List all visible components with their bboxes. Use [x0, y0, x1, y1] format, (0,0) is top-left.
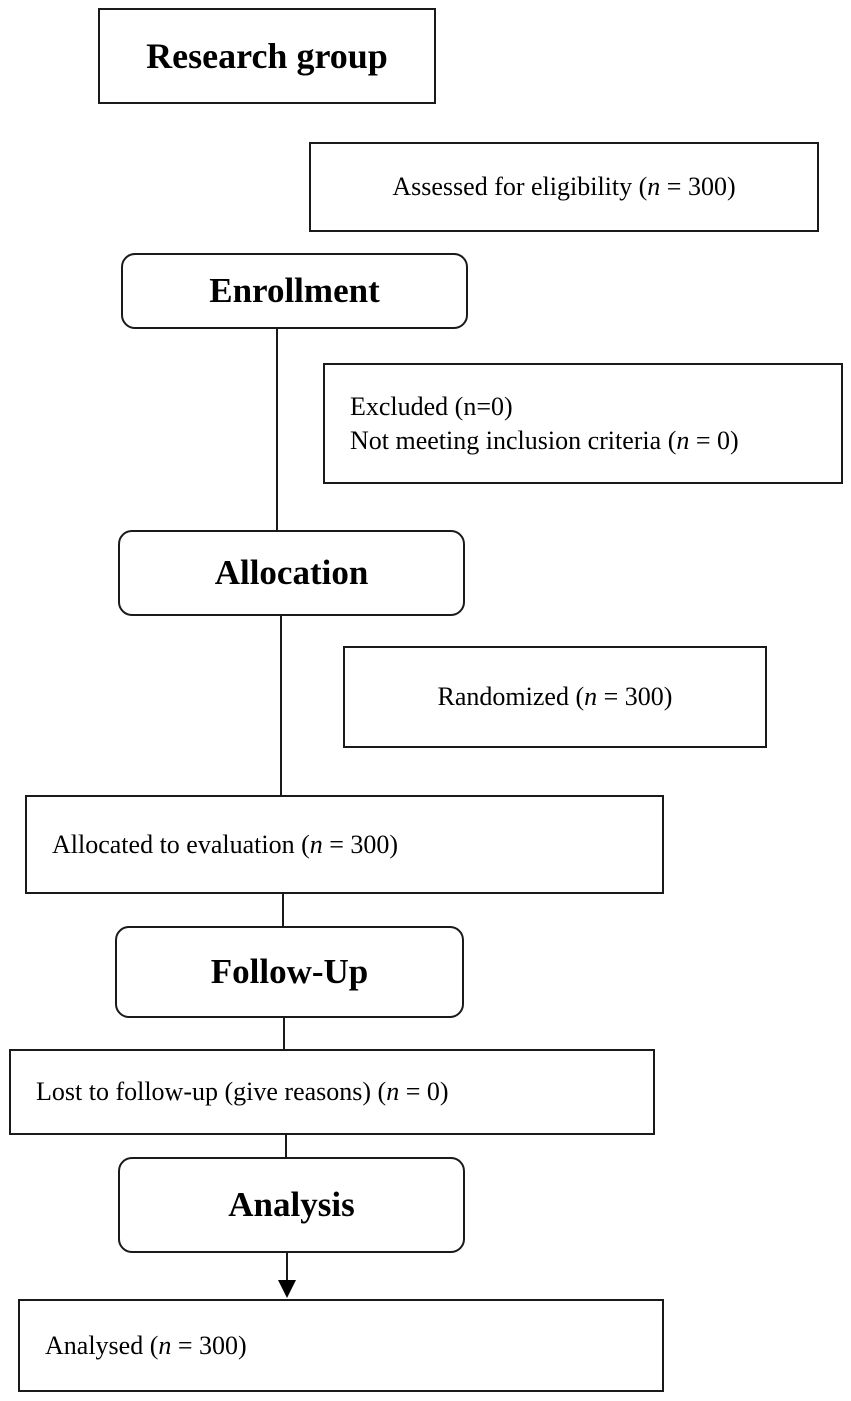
arrow-down-icon [278, 1280, 296, 1298]
lost-box: Lost to follow-up (give reasons) (n = 0) [9, 1049, 655, 1135]
connector-lost-analysis [285, 1134, 287, 1158]
assessed-box: Assessed for eligibility (n = 300) [309, 142, 819, 232]
analysed-label: Analysed ( [45, 1330, 159, 1360]
assessed-label: Assessed for eligibility ( [392, 172, 648, 201]
allocated-box: Allocated to evaluation (n = 300) [25, 795, 664, 894]
excluded-box: Excluded (n=0) Not meeting inclusion cri… [323, 363, 843, 484]
excluded-line2-value: = 0) [689, 425, 739, 455]
connector-followup-lost [283, 1017, 285, 1050]
randomized-label: Randomized ( [437, 682, 585, 711]
lost-label: Lost to follow-up (give reasons) ( [36, 1077, 387, 1106]
allocated-label: Allocated to evaluation ( [52, 829, 310, 859]
stage-allocation: Allocation [118, 530, 465, 616]
stage-analysis: Analysis [118, 1157, 465, 1253]
connector-allocated-followup [282, 893, 284, 928]
connector-analysis-analysed [286, 1252, 288, 1280]
randomized-box: Randomized (n = 300) [343, 646, 767, 748]
connector-enrollment-allocation [276, 328, 278, 530]
connector-allocation-allocated [280, 615, 282, 795]
randomized-n: n [584, 682, 598, 711]
lost-n: n [386, 1077, 400, 1106]
allocated-value: = 300) [322, 829, 399, 859]
analysed-box: Analysed (n = 300) [18, 1299, 664, 1392]
excluded-line2-label: Not meeting inclusion criteria ( [350, 425, 677, 455]
excluded-line1: Excluded (n=0) [350, 391, 513, 421]
assessed-value: = 300) [660, 172, 736, 201]
excluded-line2: Not meeting inclusion criteria (n = 0) [350, 424, 841, 458]
excluded-line2-n: n [676, 425, 690, 455]
stage-enrollment: Enrollment [121, 253, 468, 329]
allocated-n: n [309, 829, 323, 859]
assessed-n: n [647, 172, 661, 201]
stage-followup: Follow-Up [115, 926, 464, 1018]
analysed-value: = 300) [171, 1330, 247, 1360]
analysed-n: n [158, 1330, 172, 1360]
lost-value: = 0) [399, 1077, 449, 1106]
research-group-title: Research group [98, 8, 436, 104]
randomized-value: = 300) [597, 682, 673, 711]
